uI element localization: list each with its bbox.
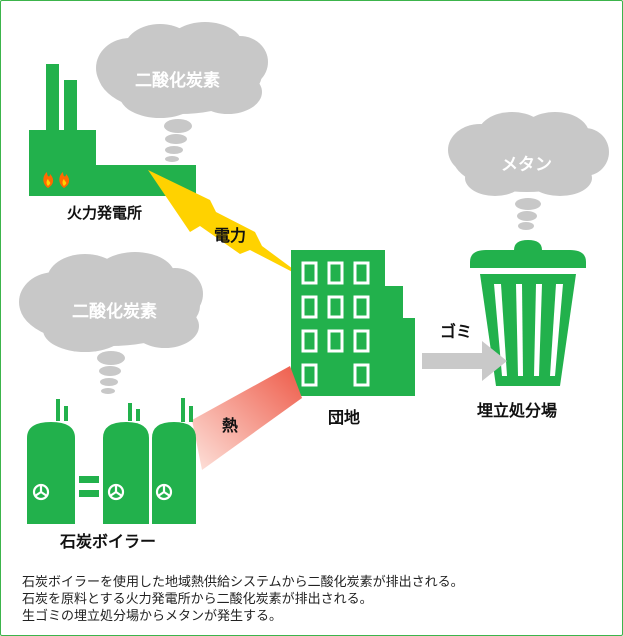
cloud-label-power-plant: 二酸化炭素 (135, 71, 220, 91)
cloud-label-boiler: 二酸化炭素 (72, 302, 157, 322)
coal-boilers (27, 398, 196, 524)
apartment-label: 団地 (328, 408, 361, 427)
trash-can (470, 240, 586, 386)
electricity-label: 電力 (214, 226, 247, 245)
cloud-landfill (448, 112, 609, 196)
smoke-puffs-boiler (97, 351, 125, 394)
cloud-label-landfill: メタン (501, 155, 552, 175)
lightning-bolt (148, 170, 308, 280)
boiler-label: 石炭ボイラー (60, 532, 157, 551)
landfill-label: 埋立処分場 (477, 401, 558, 420)
cloud-power-plant (96, 22, 268, 118)
apartment-building (291, 250, 415, 396)
garbage-arrow (422, 341, 507, 381)
heat-label: 熱 (222, 416, 239, 435)
caption-line-3: 生ゴミの埋立処分場からメタンが発生する。 (22, 609, 283, 624)
smoke-puffs-power-plant (164, 119, 192, 162)
caption-line-2: 石炭を原料とする火力発電所から二酸化炭素が排出される。 (22, 592, 373, 607)
caption-line-1: 石炭ボイラーを使用した地域熱供給システムから二酸化炭素が排出される。 (22, 575, 464, 590)
garbage-label: ゴミ (440, 322, 473, 341)
heat-band (192, 366, 302, 470)
smoke-puffs-landfill (515, 198, 541, 230)
caption: 石炭ボイラーを使用した地域熱供給システムから二酸化炭素が排出される。 石炭を原料… (22, 574, 612, 625)
valve-icon (32, 483, 173, 501)
cloud-boiler (19, 252, 203, 352)
power-plant-label: 火力発電所 (67, 204, 143, 222)
flame-icon (43, 172, 70, 188)
